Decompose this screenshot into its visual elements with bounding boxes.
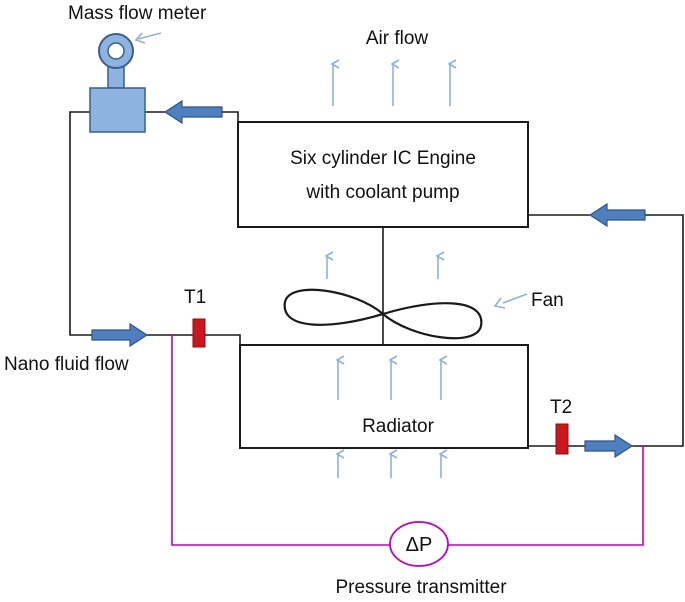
engine-label-line2: with coolant pump	[305, 182, 459, 203]
air-flow-arrows-radiator	[338, 360, 441, 400]
flow-arrow-icon	[588, 202, 646, 228]
radiator-box	[239, 344, 529, 449]
engine-box	[237, 121, 529, 228]
pipe-meter-to-radiator	[69, 111, 241, 345]
air-flow-arrows-bottom	[338, 454, 441, 478]
temperature-sensor-icon	[555, 423, 569, 455]
radiator-label: Radiator	[362, 416, 434, 437]
pressure-loop	[171, 335, 644, 546]
meter-pointer-head	[134, 32, 146, 44]
meter-pointer	[137, 32, 162, 40]
flow-arrows	[91, 99, 646, 459]
fan-pointer-head	[493, 297, 506, 309]
flow-arrow-icon	[163, 99, 223, 125]
engine-label-line1: Six cylinder IC Engine	[290, 148, 476, 169]
delta-p-label: ΔP	[406, 534, 433, 556]
pressure-line-right	[448, 446, 644, 546]
t2-label: T2	[550, 397, 572, 418]
pressure-gauge-icon	[389, 521, 449, 567]
pressure-line-left	[171, 335, 390, 546]
fan-label: Fan	[531, 290, 564, 311]
flow-arrow-icon	[584, 433, 634, 459]
air-flow-label: Air flow	[366, 28, 429, 49]
temperature-sensor-icon	[192, 318, 206, 348]
flow-arrow-icon	[91, 322, 149, 348]
mass-flow-meter-icon	[89, 33, 146, 133]
air-flow-arrows-top	[333, 64, 450, 106]
pressure-transmitter-label: Pressure transmitter	[335, 577, 507, 598]
nano-fluid-flow-label: Nano fluid flow	[4, 354, 129, 375]
air-flow-arrows-mid	[327, 256, 438, 279]
fan-icon	[283, 288, 483, 340]
fan-pointer	[502, 293, 528, 304]
mass-flow-meter-label: Mass flow meter	[68, 3, 207, 24]
t1-label: T1	[184, 287, 206, 308]
